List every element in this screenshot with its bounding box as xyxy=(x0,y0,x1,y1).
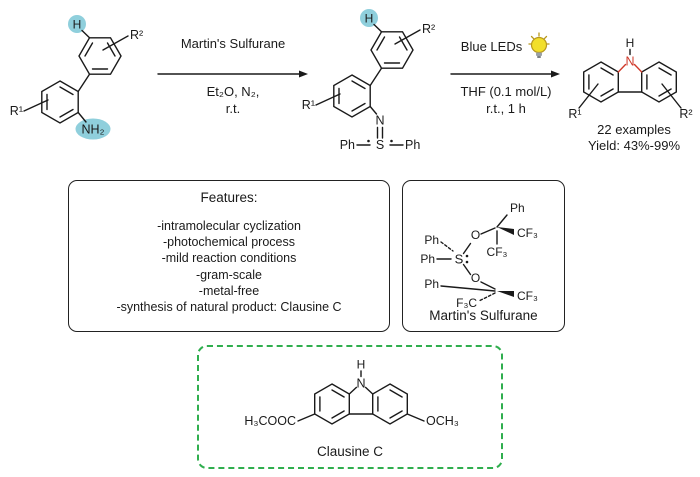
reaction-step-1: Martin's Sulfurane Et₂O, N₂, r.t. xyxy=(156,36,310,120)
bonds xyxy=(315,23,421,146)
feature-item: -gram-scale xyxy=(196,267,262,282)
methoxy-label: OCH₃ xyxy=(426,414,459,428)
bonds xyxy=(436,214,508,302)
h-label: H xyxy=(365,12,374,26)
reaction-arrow-1 xyxy=(157,70,308,78)
r2-label: R² xyxy=(422,22,435,36)
features-title: Features: xyxy=(200,190,258,205)
product-notes: 22 examples Yield: 43%-99% xyxy=(566,122,700,154)
lone-pair-dot xyxy=(465,260,469,264)
arrow2-time: r.t., 1 h xyxy=(486,101,526,116)
ph3-label: Ph xyxy=(424,277,439,291)
f3c-label: F₃C xyxy=(456,296,477,309)
arrow1-temperature: r.t. xyxy=(225,101,241,116)
bonds xyxy=(578,48,682,109)
wedge-bond xyxy=(497,227,514,235)
n-label: N xyxy=(625,55,634,69)
r1-label: R¹ xyxy=(568,107,581,121)
ester-label: H₃COOC xyxy=(244,414,296,428)
lone-pair-dot xyxy=(390,139,393,143)
r1-label: R¹ xyxy=(302,98,315,112)
arrow1-solvent: Et₂O, N₂, xyxy=(206,84,260,99)
examples-count: 22 examples xyxy=(597,122,671,137)
n-label: N xyxy=(375,114,384,128)
r2-label: R² xyxy=(130,28,143,42)
clausine-c-structure: H N H₃COOC OCH₃ xyxy=(244,358,459,429)
r2-label: R² xyxy=(679,107,692,121)
feature-item: -synthesis of natural product: Clausine … xyxy=(116,300,342,315)
reaction-arrow-2 xyxy=(450,70,560,78)
blue-leds-label: Blue LEDs xyxy=(460,38,523,54)
nh2-label: NH₂ xyxy=(82,123,105,137)
reaction-step-2: Blue LEDs THF (0.1 mol/L) r.t., 1 h xyxy=(446,24,566,120)
sulfurane-box-label: Martin's Sulfurane xyxy=(429,308,538,323)
r1-label: R¹ xyxy=(10,104,23,118)
lone-pair-dot xyxy=(465,254,469,258)
yield-range: Yield: 43%-99% xyxy=(587,138,680,153)
feature-item: -metal-free xyxy=(198,283,260,298)
ph2-label: Ph xyxy=(420,252,435,266)
clausine-box-label: Clausine C xyxy=(316,444,384,459)
ph-top-label: Ph xyxy=(510,201,525,215)
h-label: H xyxy=(357,358,366,372)
lightbulb-icon xyxy=(528,32,550,58)
molecule-product-carbazole: H N R¹ R² xyxy=(568,36,692,121)
clausine-box: H N H₃COOC OCH₃ Clausine C xyxy=(197,345,503,469)
arrow1-reagent: Martin's Sulfurane xyxy=(180,36,286,51)
nh2-highlight-ellipse xyxy=(75,118,111,140)
martins-sulfurane-structure: S O O Ph CF₃ CF₃ Ph Ph Ph F₃C CF₃ xyxy=(420,201,538,309)
bonds xyxy=(297,370,425,425)
features-list: -intramolecular cyclization -photochemic… xyxy=(69,218,389,315)
wedge-bond xyxy=(497,291,514,297)
s-label: S xyxy=(455,252,464,267)
cf3-right-label: CF₃ xyxy=(517,226,538,240)
feature-item: -photochemical process xyxy=(162,235,295,250)
feature-item: -mild reaction conditions xyxy=(161,251,297,266)
lone-pair-dot xyxy=(367,139,370,143)
arrow2-reagent-row: Blue LEDs xyxy=(446,32,566,60)
cf3-below-label: CF₃ xyxy=(487,245,508,259)
bonds xyxy=(23,29,129,124)
h-highlight-circle xyxy=(360,9,378,27)
ph-right-label: Ph xyxy=(405,138,420,152)
arrow2-solvent: THF (0.1 mol/L) xyxy=(460,84,552,99)
features-box: Features: -intramolecular cyclization -p… xyxy=(68,180,390,332)
h-label: H xyxy=(626,36,635,50)
sulfurane-box: S O O Ph CF₃ CF₃ Ph Ph Ph F₃C CF₃ Martin… xyxy=(402,180,565,332)
h-highlight-circle xyxy=(68,15,86,33)
h-label: H xyxy=(73,18,82,32)
n-label: N xyxy=(356,377,365,391)
cf3-bottom-label: CF₃ xyxy=(517,289,538,303)
molecule-start-aminobiphenyl: H R² R¹ NH₂ xyxy=(10,15,143,140)
ph-left-label: Ph xyxy=(340,138,355,152)
s-label: S xyxy=(376,138,384,152)
molecule-intermediate-sulfilimine: H R² R¹ N S Ph Ph xyxy=(302,9,435,152)
o-top-label: O xyxy=(471,228,480,242)
feature-item: -intramolecular cyclization xyxy=(157,219,301,233)
ph1-label: Ph xyxy=(424,233,439,247)
o-bottom-label: O xyxy=(471,271,480,285)
